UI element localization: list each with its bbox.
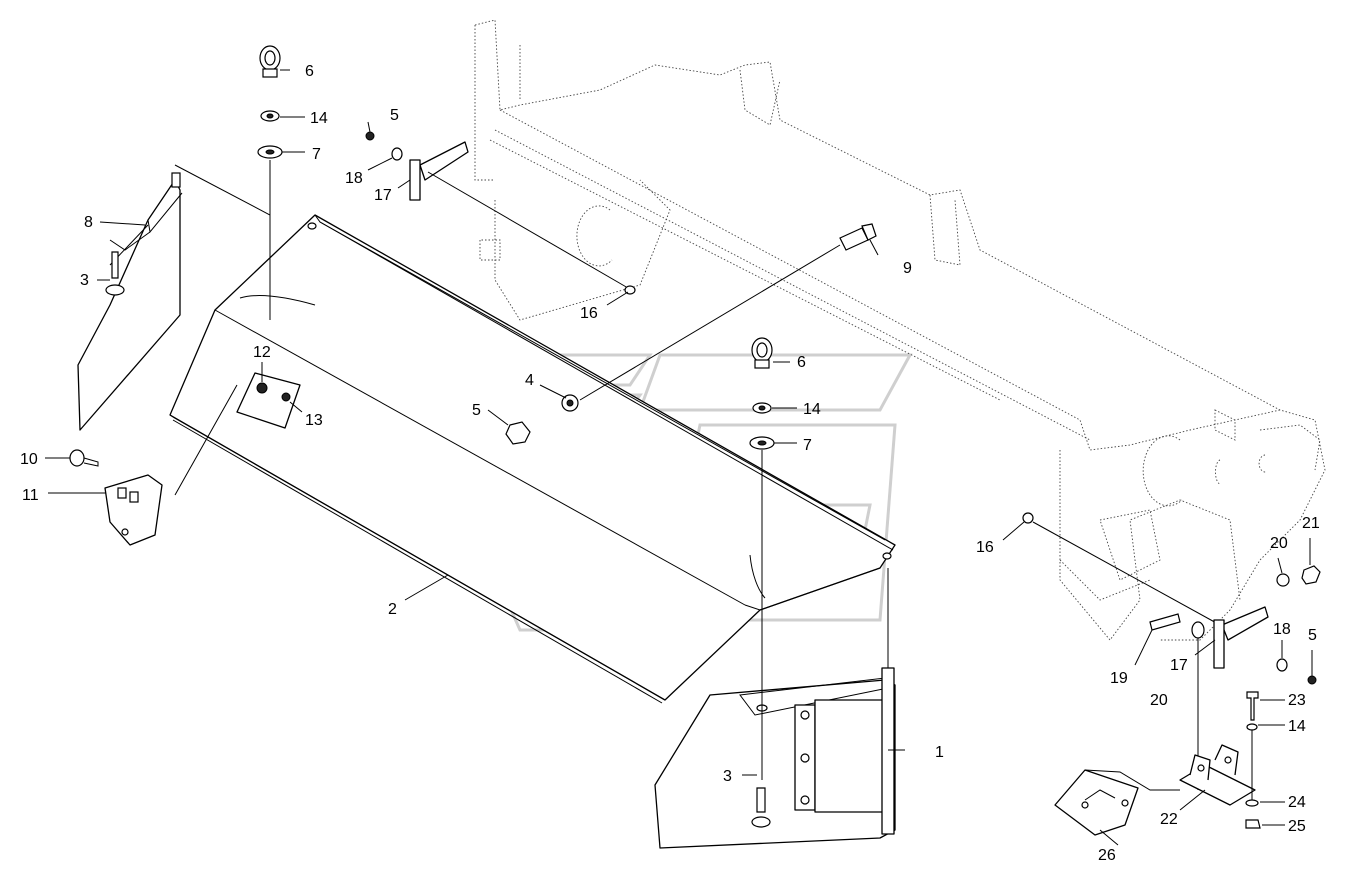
callout-7-left: 7	[312, 146, 321, 163]
bolt-part-3-left	[105, 251, 125, 296]
callout-5-nut: 5	[472, 402, 481, 419]
callout-12: 12	[253, 344, 271, 361]
callout-17-top: 17	[374, 187, 392, 204]
callout-24: 24	[1288, 794, 1306, 811]
plate-part-12	[236, 372, 301, 429]
bolt-part-3-right	[751, 787, 771, 828]
callout-14-left: 14	[310, 110, 328, 127]
callout-20-upper: 20	[1270, 535, 1288, 552]
callout-13: 13	[305, 412, 323, 429]
callout-14-hinge: 14	[1288, 718, 1306, 735]
bracket-part-11	[104, 474, 163, 546]
callout-18-right: 18	[1273, 621, 1291, 638]
callout-19: 19	[1110, 670, 1128, 687]
callout-23: 23	[1288, 692, 1306, 709]
right-hardware	[1022, 512, 1321, 790]
plate-part-26	[1054, 769, 1180, 836]
callout-10: 10	[20, 451, 38, 468]
callout-18-top: 18	[345, 170, 363, 187]
bolt-part-10	[69, 449, 99, 467]
callout-7-right: 7	[803, 437, 812, 454]
callout-25: 25	[1288, 818, 1306, 835]
callout-6-left: 6	[305, 63, 314, 80]
cover-panel-part-2	[169, 214, 896, 704]
callout-2: 2	[388, 601, 397, 618]
callout-labels: 1 2 3 3 4 5 5 5 6 6 7 7 8 9 10 11 12 13 …	[20, 63, 1320, 864]
callout-20-lower: 20	[1150, 692, 1168, 709]
hinge-bracket-part-22	[1179, 691, 1261, 829]
callout-1: 1	[935, 744, 944, 761]
callout-16-center: 16	[580, 305, 598, 322]
callout-4: 4	[525, 372, 534, 389]
callout-8: 8	[84, 214, 93, 231]
main-frame	[474, 19, 1326, 641]
callout-22: 22	[1160, 811, 1178, 828]
leader-lines	[45, 69, 1313, 846]
callout-3-right: 3	[723, 768, 732, 785]
callout-17-right: 17	[1170, 657, 1188, 674]
callout-9: 9	[903, 260, 912, 277]
callout-11: 11	[22, 487, 39, 504]
callout-14-right: 14	[803, 401, 821, 418]
callout-26: 26	[1098, 847, 1116, 864]
callout-6-right: 6	[797, 354, 806, 371]
callout-5-right: 5	[1308, 627, 1317, 644]
callout-21: 21	[1302, 515, 1320, 532]
callout-3-left: 3	[80, 272, 89, 289]
callout-16-right: 16	[976, 539, 994, 556]
bolt-part-9	[505, 223, 877, 445]
deflector-part-1	[654, 568, 896, 849]
eye-bolt-left	[257, 45, 283, 300]
callout-5-top: 5	[390, 107, 399, 124]
strip-part-17-top	[365, 131, 636, 295]
eye-bolt-right	[749, 337, 775, 780]
